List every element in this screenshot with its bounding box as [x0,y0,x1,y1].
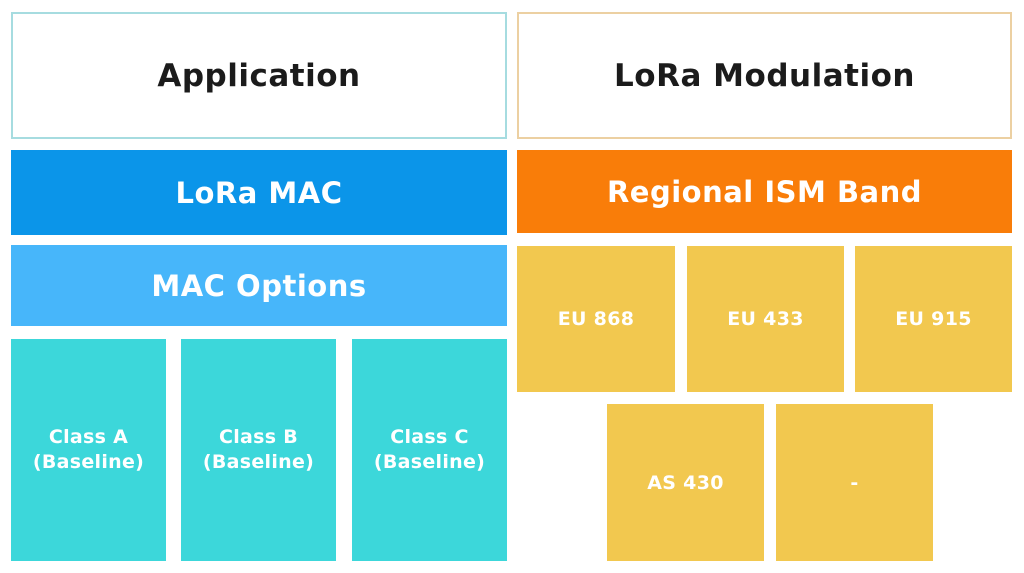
class-c-name: Class C [390,425,469,448]
band-placeholder-label: - [850,471,859,494]
class-a-name: Class A [48,425,129,448]
class-b-box: Class B (Baseline) [181,339,336,561]
band-as430-box: AS 430 [607,404,764,561]
lora-modulation-layer-box: LoRa Modulation [517,12,1012,139]
band-eu433-label: EU 433 [727,308,804,330]
regional-ism-band-label: Regional ISM Band [606,174,923,209]
lora-mac-layer-box: LoRa MAC [11,150,507,235]
class-c-baseline: (Baseline) [373,451,486,473]
lora-modulation-label: LoRa Modulation [614,57,915,94]
band-eu915-box: EU 915 [855,246,1012,392]
class-b-baseline: (Baseline) [202,451,315,473]
band-placeholder-box: - [776,404,933,561]
band-as430-label: AS 430 [647,471,724,494]
band-eu433-box: EU 433 [687,246,844,392]
class-a-baseline: (Baseline) [32,451,145,473]
band-eu915-label: EU 915 [895,308,972,330]
class-a-box: Class A (Baseline) [11,339,166,561]
application-layer-label: Application [157,57,361,94]
mac-options-layer-box: MAC Options [11,245,507,326]
mac-options-label: MAC Options [151,268,367,303]
application-layer-box: Application [11,12,507,139]
lora-mac-label: LoRa MAC [175,175,343,210]
band-eu868-box: EU 868 [517,246,675,392]
class-c-box: Class C (Baseline) [352,339,507,561]
regional-ism-band-box: Regional ISM Band [517,150,1012,233]
class-b-name: Class B [218,425,299,448]
band-eu868-label: EU 868 [557,308,635,330]
